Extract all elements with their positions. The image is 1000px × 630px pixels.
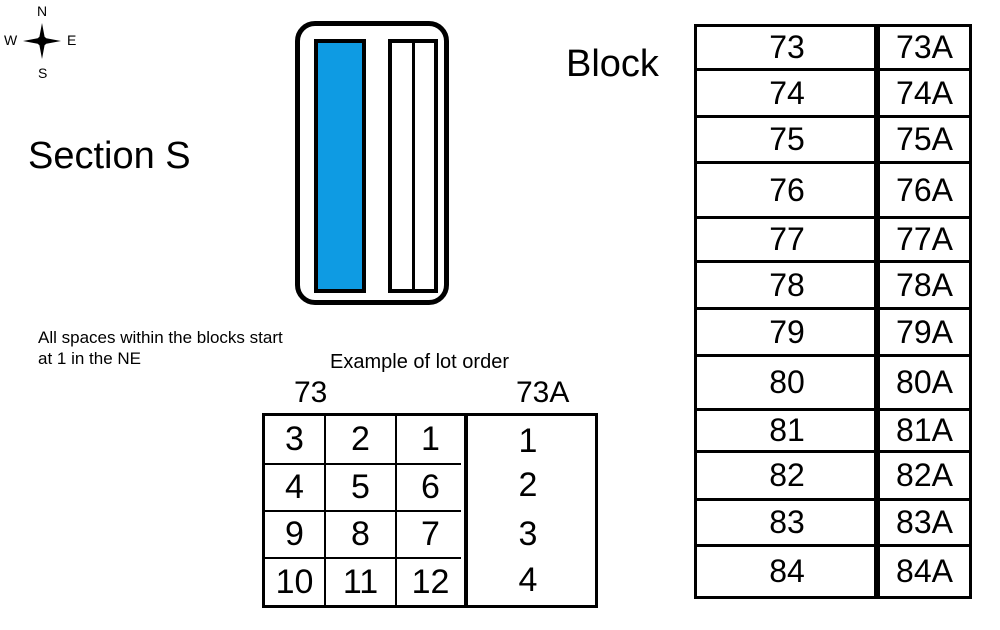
block-grid: 73 73A 74 74A 75 75A 76 76A 77 77A 78 78… <box>694 24 972 599</box>
example-lot: 3 <box>285 420 304 458</box>
block-grid-divider <box>874 27 880 596</box>
example-lot: 1 <box>421 420 440 458</box>
block-title: Block <box>566 43 659 85</box>
example-grid-divider <box>464 416 468 605</box>
block-number: 73 <box>769 29 805 65</box>
block-row: 77 77A <box>697 219 969 263</box>
example-lot-alt: 4 <box>518 561 538 599</box>
block-row: 78 78A <box>697 263 969 310</box>
example-title: Example of lot order <box>330 351 509 373</box>
block-number-alt: 84A <box>896 553 953 589</box>
adjacent-block <box>388 39 438 293</box>
example-grid-line <box>265 557 461 559</box>
example-lot-alt: 2 <box>518 466 538 504</box>
block-divider <box>412 43 415 289</box>
block-number: 84 <box>769 553 805 589</box>
block-number-alt: 75A <box>896 121 953 157</box>
block-row: 76 76A <box>697 164 969 219</box>
block-number-alt: 79A <box>896 313 953 350</box>
example-lot: 5 <box>351 468 370 506</box>
section-map <box>295 21 449 305</box>
highlighted-block <box>314 39 366 293</box>
block-row: 83 83A <box>697 501 969 547</box>
block-row: 73 73A <box>697 27 969 71</box>
block-number-alt: 82A <box>896 457 953 493</box>
block-number: 82 <box>769 457 805 493</box>
example-lot: 11 <box>342 562 379 601</box>
block-number-alt: 73A <box>896 29 953 65</box>
example-left-label: 73 <box>294 376 328 409</box>
block-number: 77 <box>769 221 805 257</box>
example-lot-alt: 1 <box>518 422 538 460</box>
block-row: 75 75A <box>697 118 969 164</box>
compass-east-label: E <box>67 32 77 48</box>
example-lot: 9 <box>285 515 304 553</box>
block-number-alt: 74A <box>896 74 953 111</box>
block-row: 79 79A <box>697 310 969 357</box>
example-lot: 8 <box>351 515 370 553</box>
block-number-alt: 81A <box>896 412 953 448</box>
block-number-alt: 77A <box>896 221 953 257</box>
example-right-label: 73A <box>516 376 570 409</box>
lot-order-note: All spaces within the blocks start at 1 … <box>38 328 283 368</box>
compass-rose-icon <box>23 23 61 59</box>
block-number: 81 <box>769 412 805 448</box>
compass-north-label: N <box>37 3 48 19</box>
compass-south-label: S <box>38 65 48 81</box>
example-lot-alt: 3 <box>518 515 538 553</box>
block-row: 74 74A <box>697 71 969 118</box>
example-lot: 10 <box>275 562 314 601</box>
example-lot: 4 <box>285 468 304 506</box>
block-row: 84 84A <box>697 547 969 596</box>
example-lot: 6 <box>421 468 440 506</box>
block-number: 74 <box>769 74 805 111</box>
block-number: 83 <box>769 504 805 540</box>
example-lot-grid: 3 2 1 4 5 6 9 8 7 10 11 12 1 2 3 4 <box>262 413 598 608</box>
block-number-alt: 83A <box>896 504 953 540</box>
block-number-alt: 76A <box>896 171 953 208</box>
compass-west-label: W <box>4 32 18 48</box>
example-lot: 7 <box>421 515 440 553</box>
block-row: 82 82A <box>697 453 969 501</box>
example-lot: 2 <box>351 420 370 458</box>
example-lot: 12 <box>411 562 450 601</box>
example-grid-line <box>265 463 461 465</box>
example-grid-line <box>265 510 461 512</box>
block-number: 75 <box>769 121 805 157</box>
block-number-alt: 80A <box>896 364 953 400</box>
block-row: 80 80A <box>697 357 969 411</box>
section-title: Section S <box>28 135 191 177</box>
block-number-alt: 78A <box>896 266 953 303</box>
block-number: 79 <box>769 313 805 350</box>
block-number: 76 <box>769 171 805 208</box>
block-row: 81 81A <box>697 411 969 453</box>
block-number: 80 <box>769 364 805 400</box>
block-number: 78 <box>769 266 805 303</box>
compass: N S E W <box>4 2 84 80</box>
